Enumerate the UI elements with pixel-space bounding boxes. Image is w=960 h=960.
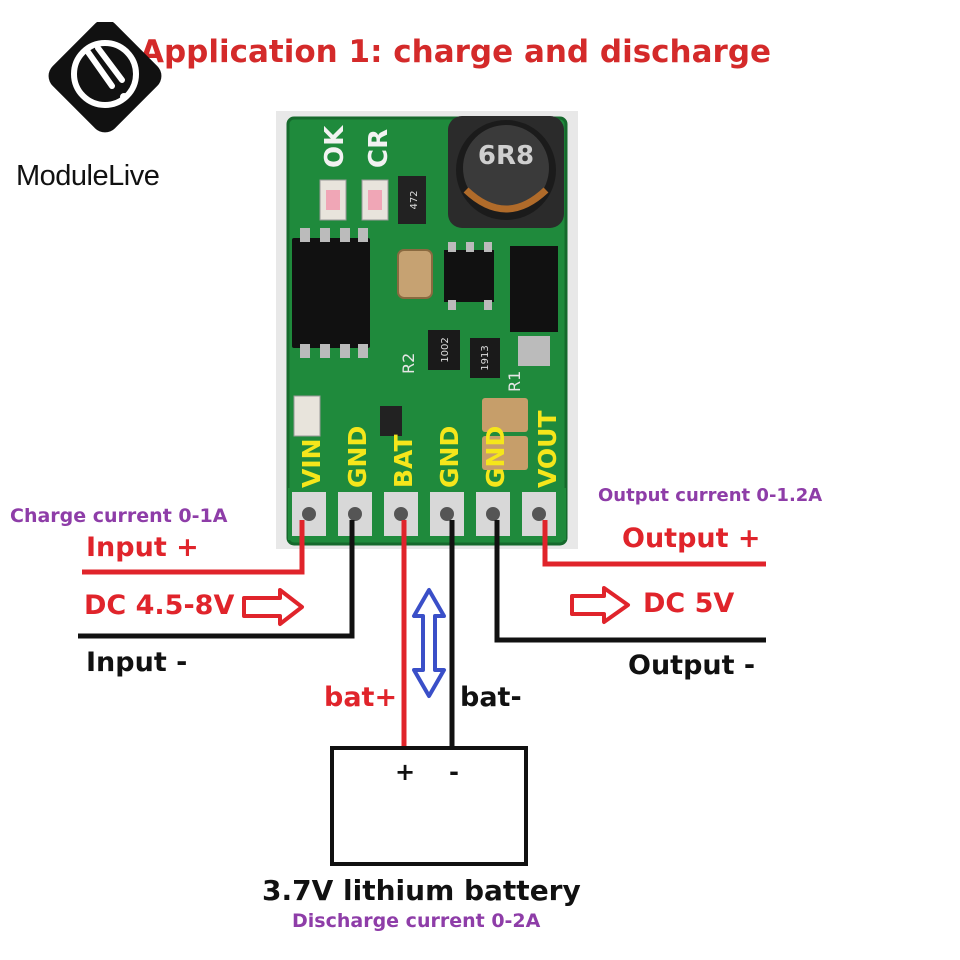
battery-minus-terminal: - <box>449 758 459 786</box>
smd-resistor-vin <box>293 395 321 437</box>
resistor-472: 472 <box>398 176 426 224</box>
brand-name: ModuleLive <box>16 160 160 193</box>
battery-box <box>330 746 528 866</box>
output-current-label: Output current 0-1.2A <box>598 485 823 506</box>
discharge-current-label: Discharge current 0-2A <box>292 910 541 932</box>
silk-label-r1: R1 <box>505 371 524 392</box>
pin-label-vout: VOUT <box>533 410 562 488</box>
wire-input-plus <box>82 520 305 575</box>
svg-text:1002: 1002 <box>440 337 451 362</box>
brand-name-part2: Live <box>108 160 160 192</box>
wire-output-minus <box>494 520 766 643</box>
diode <box>510 246 558 366</box>
pin-label-gnd-2: GND <box>435 426 464 488</box>
input-arrow-icon <box>242 588 304 626</box>
output-cap-2 <box>482 436 528 470</box>
battery-name-label: 3.7V lithium battery <box>262 874 581 907</box>
led-label-ok: OK <box>320 125 350 168</box>
brand-logo-icon <box>48 22 162 133</box>
input-voltage-label: DC 4.5-8V <box>84 590 235 621</box>
capacitor-mid <box>397 249 433 299</box>
inductor-marking: 6R8 <box>478 141 534 171</box>
output-plus-label: Output + <box>622 523 761 554</box>
bidirectional-arrow-icon <box>412 588 446 698</box>
pin-label-vin: VIN <box>297 438 326 488</box>
input-plus-label: Input + <box>86 532 199 563</box>
resistor-1913: 1913 <box>470 338 500 378</box>
smd-resistor-bat <box>380 406 402 436</box>
pin-header <box>288 488 566 540</box>
page-title: Application 1: charge and discharge <box>140 34 772 70</box>
led-ok <box>319 179 347 221</box>
charge-current-label: Charge current 0-1A <box>10 505 228 527</box>
wire-input-minus <box>78 520 355 639</box>
led-label-cr: CR <box>364 129 394 168</box>
ic-chip-main <box>292 228 370 358</box>
wire-output-plus <box>542 520 766 567</box>
pin-label-bat: BAT <box>389 434 418 488</box>
svg-text:1913: 1913 <box>480 345 491 370</box>
output-arrow-icon <box>570 586 630 624</box>
led-cr <box>361 179 389 221</box>
pin-label-gnd-3: GND <box>481 426 510 488</box>
output-minus-label: Output - <box>628 650 756 681</box>
output-voltage-label: DC 5V <box>643 588 735 619</box>
input-minus-label: Input - <box>86 647 188 678</box>
bat-minus-label: bat- <box>460 682 522 713</box>
battery-plus-terminal: + <box>395 758 415 786</box>
resistor-1002: 1002 <box>428 330 460 370</box>
inductor: 6R8 <box>448 116 564 228</box>
output-cap-1 <box>482 398 528 432</box>
brand-name-part1: Module <box>16 160 109 192</box>
silk-label-r2: R2 <box>399 353 418 374</box>
ic-chip-small <box>444 242 494 310</box>
svg-text:472: 472 <box>409 190 420 209</box>
bat-plus-label: bat+ <box>324 682 398 713</box>
pin-label-gnd-1: GND <box>343 426 372 488</box>
